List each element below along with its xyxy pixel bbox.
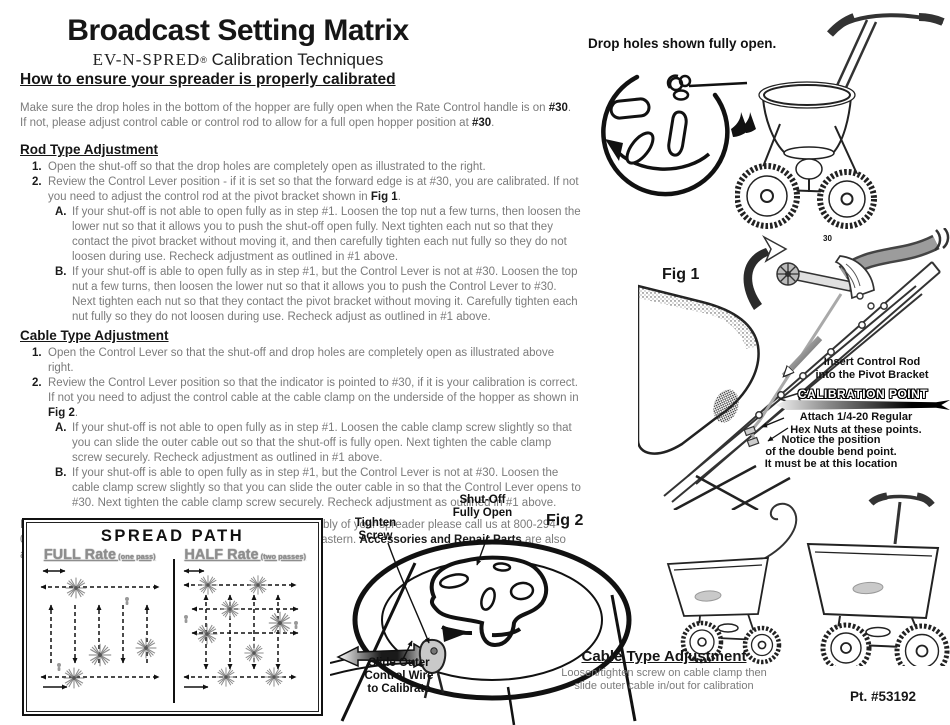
list-letter: B. (55, 266, 67, 278)
spread-path-title: SPREAD PATH (100, 527, 245, 545)
registered-mark: ® (200, 55, 207, 65)
wheels (735, 163, 877, 229)
spread-path-divider (172, 559, 175, 703)
cable-adjustment-caption: Cable Type Adjustment Loosen/tighten scr… (556, 648, 772, 693)
page-subtitle: EV-N-SPRED® Calibration Techniques (18, 50, 458, 70)
step-text: Open the shut-off so that the drop holes… (48, 161, 486, 173)
shutoff-fully-open-label: Shut-Off Fully Open (452, 494, 513, 519)
how-to-heading: How to ensure your spreader is properly … (20, 71, 396, 88)
calibration-point-banner: CALIBRATION POINT (776, 387, 950, 410)
insert-control-rod-label: Insert Control Rod into the Pivot Bracke… (815, 356, 929, 381)
hex-nuts-label: Attach 1/4-20 Regular Hex Nuts at these … (790, 411, 922, 436)
rod-step-2: 2. Review the Control Lever position - if… (20, 175, 582, 205)
spreader-illustration-top (735, 13, 945, 229)
step-text: Review the Control Lever position - if i… (48, 176, 579, 203)
step-text: Review the Control Lever position so tha… (48, 377, 579, 419)
spreader-illustrations-bottom (666, 492, 950, 666)
double-bend-label: Notice the position of the double bend p… (764, 434, 898, 470)
frame-tubes (663, 261, 941, 503)
hole-shapes (609, 97, 688, 165)
calibration-point-text: CALIBRATION POINT (797, 387, 929, 401)
fig1-label: Fig 1 (662, 266, 700, 283)
title-block: Broadcast Setting Matrix EV-N-SPRED® Cal… (18, 14, 458, 70)
cable-step-2a: A. If your shut-off is not able to open f… (20, 421, 582, 466)
subtitle-rest: Calibration Techniques (206, 50, 384, 69)
brand-name: EV-N-SPRED (92, 50, 201, 69)
list-letter: A. (55, 422, 67, 434)
walker-glyphs (57, 597, 129, 671)
cable-caption-heading: Cable Type Adjustment (581, 648, 747, 665)
hex-nuts (743, 425, 760, 448)
step-text: If your shut-off is not able to open ful… (72, 206, 581, 263)
instructions-column: How to ensure your spreader is properly … (20, 70, 582, 575)
drop-holes (438, 562, 535, 611)
half-rate-note: (two passes) (258, 552, 307, 561)
cotter-pin (666, 74, 748, 101)
full-rate-heading: FULL Rate (one pass) (43, 547, 156, 563)
spread-path-box: SPREAD PATH FULL Rate (one pass) HALF Ra… (22, 518, 323, 716)
cable-type-heading: Cable Type Adjustment (20, 328, 169, 343)
cable-caption-line1: Loosen/tighten screw on cable clamp then (561, 667, 767, 679)
cable-step-2b: B. If your shut-off is able to open fully… (20, 466, 582, 511)
list-number: 2. (32, 377, 42, 389)
step-text: If your shut-off is able to open fully a… (72, 266, 578, 323)
rod-step-1: 1. Open the shut-off so that the drop hol… (20, 160, 582, 175)
part-number: Pt. #53192 (850, 689, 917, 704)
step-text: Open the Control Lever so that the shut-… (48, 347, 555, 374)
cable-step-1: 1. Open the Control Lever so that the shu… (20, 346, 582, 376)
frame-bolts (755, 302, 888, 419)
page-title: Broadcast Setting Matrix (67, 14, 409, 47)
large-spreader (806, 492, 950, 666)
cable-step-2: 2. Review the Control Lever position so t… (20, 376, 582, 421)
full-rate-note: (one pass) (116, 552, 156, 561)
step-text: If your shut-off is able to open fully a… (72, 467, 581, 509)
list-number: 1. (32, 347, 42, 359)
cable-caption-line2: slide outer cable in/out for calibration (574, 680, 754, 692)
rod-step-2b: B. If your shut-off is able to open fully… (20, 265, 582, 325)
list-letter: B. (55, 467, 67, 479)
rate-headers: FULL Rate (one pass) HALF Rate (two pass… (27, 547, 318, 563)
tighten-screw-label: Tighten Screw (354, 517, 397, 542)
frame-legs (673, 464, 791, 510)
full-rate-diagram (40, 568, 160, 690)
motion-marks (934, 228, 950, 251)
fig1-pivot-bracket-illustration (638, 228, 950, 510)
spread-path-inner-border: SPREAD PATH FULL Rate (one pass) HALF Ra… (26, 522, 319, 712)
intro-paragraph: Make sure the drop holes in the bottom o… (20, 101, 572, 129)
fig2-hopper-underside-illustration (330, 535, 637, 725)
rotate-arrow (743, 248, 770, 310)
drop-holes-caption: Drop holes shown fully open. (588, 36, 777, 51)
list-number: 2. (32, 176, 42, 188)
list-number: 1. (32, 161, 42, 173)
slide-outer-wire-label: Slide Outer Control Wire to Calibrate (364, 657, 434, 695)
small-spreader (666, 502, 798, 665)
cable-clamp (418, 639, 447, 674)
half-rate-heading: HALF Rate (two passes) (184, 547, 307, 563)
rate-dial (776, 255, 875, 310)
calibration-banner-arrow (776, 400, 950, 410)
half-rate-diagram (183, 568, 299, 690)
step-text: If your shut-off is not able to open ful… (72, 422, 572, 464)
drop-holes-illustration (601, 74, 756, 197)
walker-glyphs (184, 615, 298, 629)
list-letter: A. (55, 206, 67, 218)
fig2-label: Fig 2 (546, 512, 584, 529)
rod-type-heading: Rod Type Adjustment (20, 142, 158, 157)
dial-value-30: 30 (823, 234, 832, 243)
rod-step-2a: A. If your shut-off is not able to open f… (20, 205, 582, 265)
